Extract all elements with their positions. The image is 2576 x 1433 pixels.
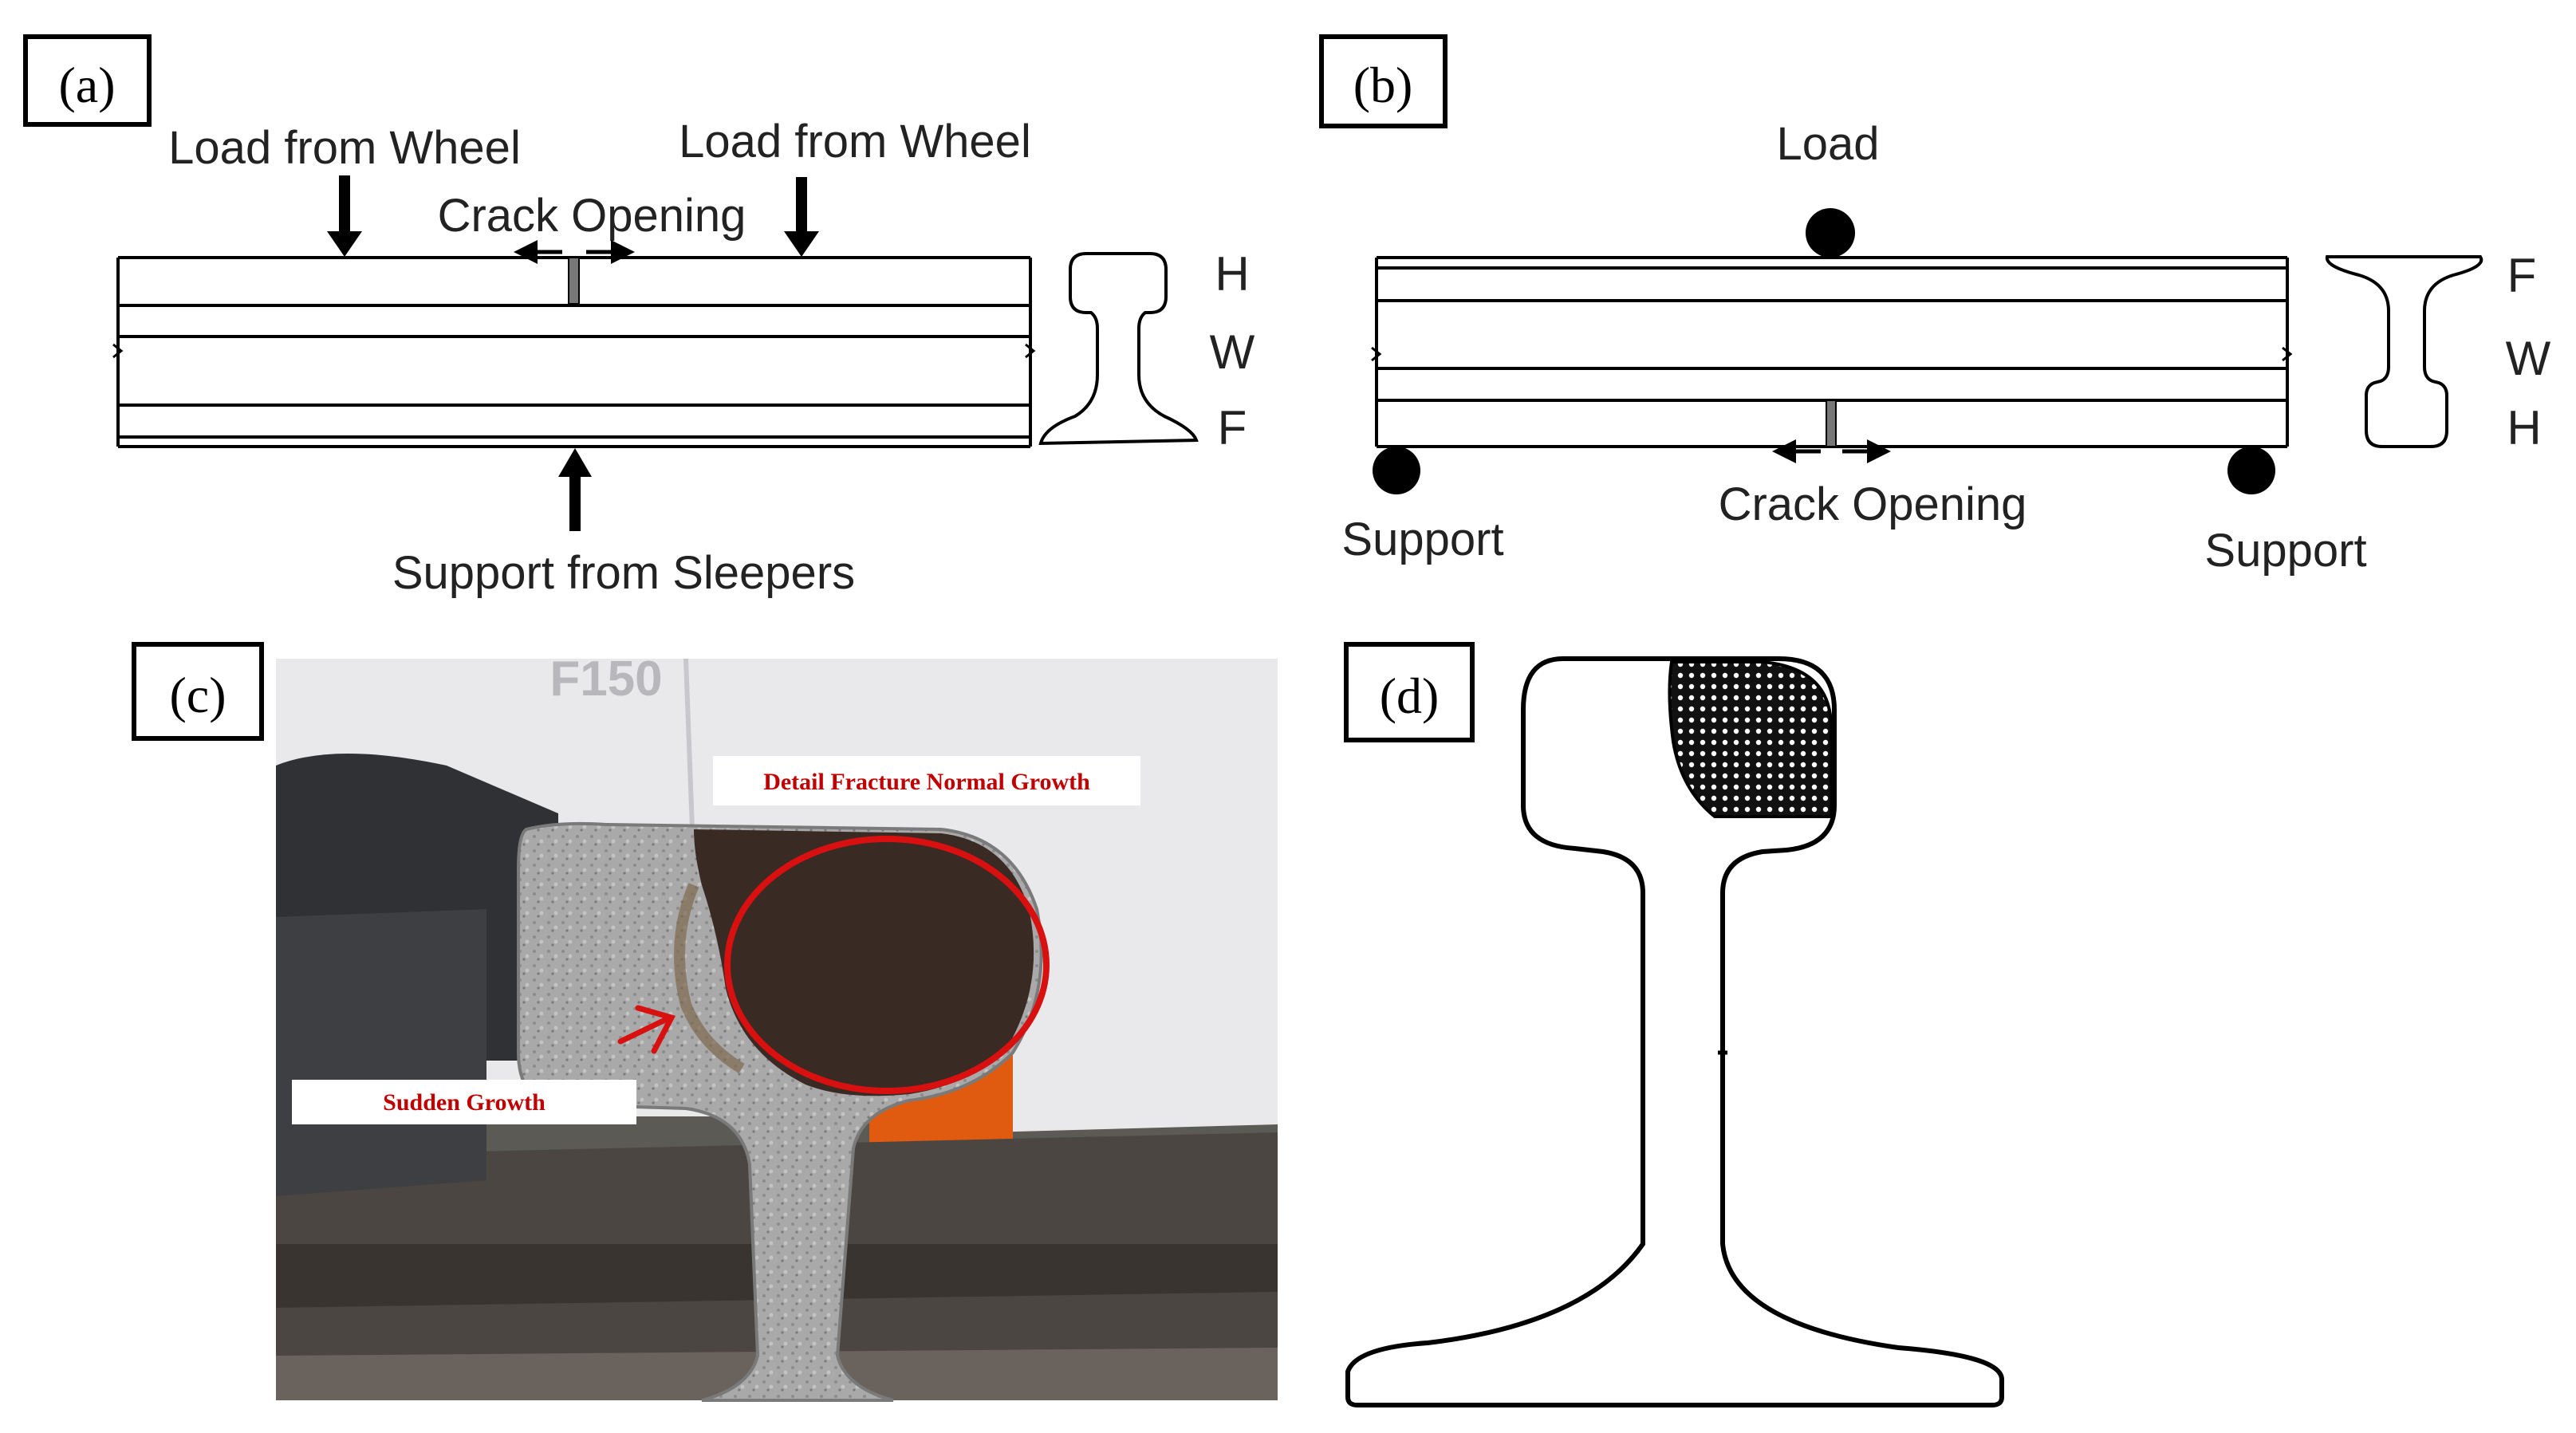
- crack-label-b: Crack Opening: [1719, 478, 2027, 530]
- crack-a: [568, 257, 580, 305]
- panel-d-tag-box: [1344, 642, 1475, 742]
- panel-d: (d): [1344, 642, 2004, 1407]
- panel-a-tag-box: [23, 34, 152, 127]
- panel-b-tag-box: [1319, 34, 1448, 128]
- crack-label-a: Crack Opening: [438, 190, 746, 242]
- break-marks-a: [112, 343, 1036, 359]
- zone-label-a-top: H: [1215, 247, 1249, 301]
- rail-beam-a: [116, 256, 1032, 448]
- vehicle-badge: F150: [549, 652, 662, 707]
- break-marks-b: [1371, 346, 2293, 362]
- note-top-box: [713, 756, 1140, 805]
- rail-section-d: [1345, 656, 2004, 1407]
- zone-label-b-bottom: H: [2507, 401, 2541, 455]
- zone-label-b-mid: W: [2506, 332, 2551, 385]
- panel-d-tag: (d): [1380, 667, 1440, 724]
- panel-c-tag-box: [132, 642, 264, 741]
- panel-c: F150 Detail Fracture Normal Growth Sudde…: [132, 642, 1278, 1402]
- load-label-left: Load from Wheel: [168, 122, 521, 174]
- panel-b-tag: (b): [1353, 57, 1413, 113]
- zone-label-b-top: F: [2507, 249, 2537, 302]
- panel-c-tag: (c): [169, 667, 226, 723]
- note-bottom: Sudden Growth: [383, 1089, 546, 1116]
- zone-label-a-mid: W: [1210, 325, 1255, 379]
- zone-label-a-bottom: F: [1218, 401, 1247, 455]
- load-arrow-right: [784, 177, 819, 257]
- fracture-circle: [724, 836, 1050, 1094]
- panel-a-tag: (a): [58, 57, 115, 113]
- support-arrow-a: [558, 448, 592, 531]
- support-point-left: [1373, 447, 1420, 494]
- support-label-a: Support from Sleepers: [392, 547, 855, 599]
- rail-section-b: [2325, 255, 2483, 448]
- load-arrow-left: [327, 175, 362, 257]
- load-point-b: [1806, 208, 1855, 258]
- panel-b: (b) Load Crack Opening Support Support: [1319, 34, 2551, 577]
- support-label-left: Support: [1341, 514, 1503, 565]
- support-point-right: [2227, 447, 2275, 494]
- photo-fracture-zone: [694, 829, 1034, 1096]
- note-top: Detail Fracture Normal Growth: [763, 769, 1090, 795]
- defect-zone-d: [1668, 660, 1833, 818]
- support-label-right: Support: [2204, 525, 2366, 577]
- growth-arrow: [617, 1005, 676, 1054]
- load-label-right: Load from Wheel: [679, 116, 1031, 167]
- load-label-b: Load: [1776, 118, 1879, 170]
- note-bottom-box: [292, 1080, 636, 1124]
- crack-b: [1826, 400, 1837, 447]
- panel-a: (a) Load from Wheel Load from Wheel Crac…: [23, 34, 1255, 599]
- rail-section-a: [1038, 252, 1199, 446]
